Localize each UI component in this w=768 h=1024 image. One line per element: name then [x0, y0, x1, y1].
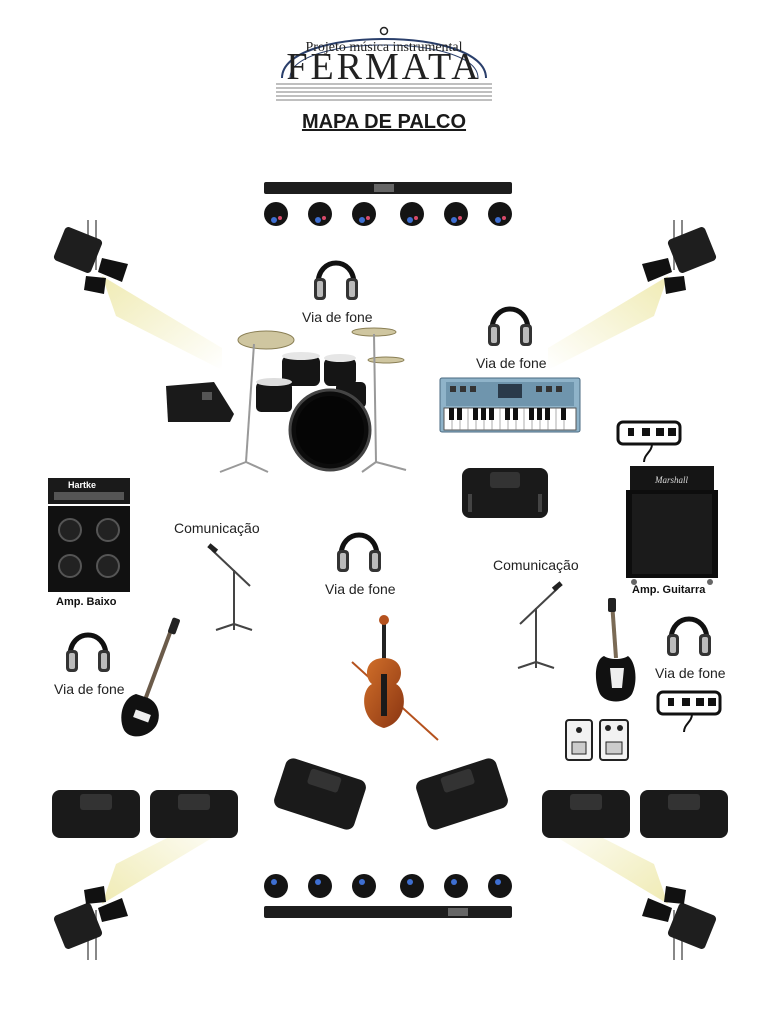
floor-monitor-drums — [164, 382, 236, 424]
stage-monitor-right-2 — [638, 788, 730, 840]
page-title: MAPA DE PALCO — [301, 111, 467, 133]
stage-monitor-keys — [460, 466, 550, 520]
guitar-amp-brand: Marshall — [655, 475, 689, 485]
headphones-icon — [665, 606, 713, 658]
electric-guitar — [594, 598, 638, 706]
power-strip-top — [614, 420, 684, 464]
drum-kit — [212, 322, 412, 474]
led-light-bar-bottom — [262, 868, 514, 920]
headphones-icon — [335, 522, 383, 574]
comm-label-right: Comunicação — [493, 557, 579, 573]
stage-monitor-right-1 — [540, 788, 632, 840]
headphone-label-top: Via de fone — [302, 309, 373, 325]
stage-monitor-front-right — [414, 754, 510, 834]
headphones-icon — [312, 250, 360, 302]
spotlight-top-right — [540, 220, 720, 380]
guitar-amplifier — [624, 464, 720, 586]
guitar-amp-caption: Amp. Guitarra — [632, 584, 706, 596]
led-light-bar-top — [262, 180, 514, 232]
stage-monitor-left-2 — [148, 788, 240, 840]
bass-amplifier — [46, 478, 132, 594]
logo-name: FERMATA — [286, 46, 481, 88]
bass-amp-brand: Hartke — [68, 480, 97, 490]
headphones-icon — [64, 622, 112, 674]
fermata-logo: Projeto música instrumental FERMATA — [272, 16, 496, 104]
comm-label-left: Comunicação — [174, 520, 260, 536]
spotlight-top-left — [50, 220, 230, 380]
synthesizer-keyboard — [439, 377, 581, 433]
stage-monitor-left-1 — [50, 788, 142, 840]
effect-pedals — [564, 718, 630, 762]
headphone-label-left: Via de fone — [54, 681, 125, 697]
logo-subtitle: Projeto música instrumental — [305, 40, 462, 55]
headphone-label-center: Via de fone — [325, 581, 396, 597]
bass-guitar — [118, 617, 180, 740]
power-strip-bottom — [654, 690, 724, 734]
bass-amp-caption: Amp. Baixo — [56, 596, 117, 608]
headphone-label-right: Via de fone — [655, 665, 726, 681]
microphone-stand-right — [512, 581, 564, 670]
headphone-label-keys: Via de fone — [476, 355, 547, 371]
stage-monitor-front-left — [272, 754, 368, 834]
headphones-icon — [486, 296, 534, 348]
microphone-stand-left — [207, 543, 260, 632]
violin — [348, 614, 444, 744]
